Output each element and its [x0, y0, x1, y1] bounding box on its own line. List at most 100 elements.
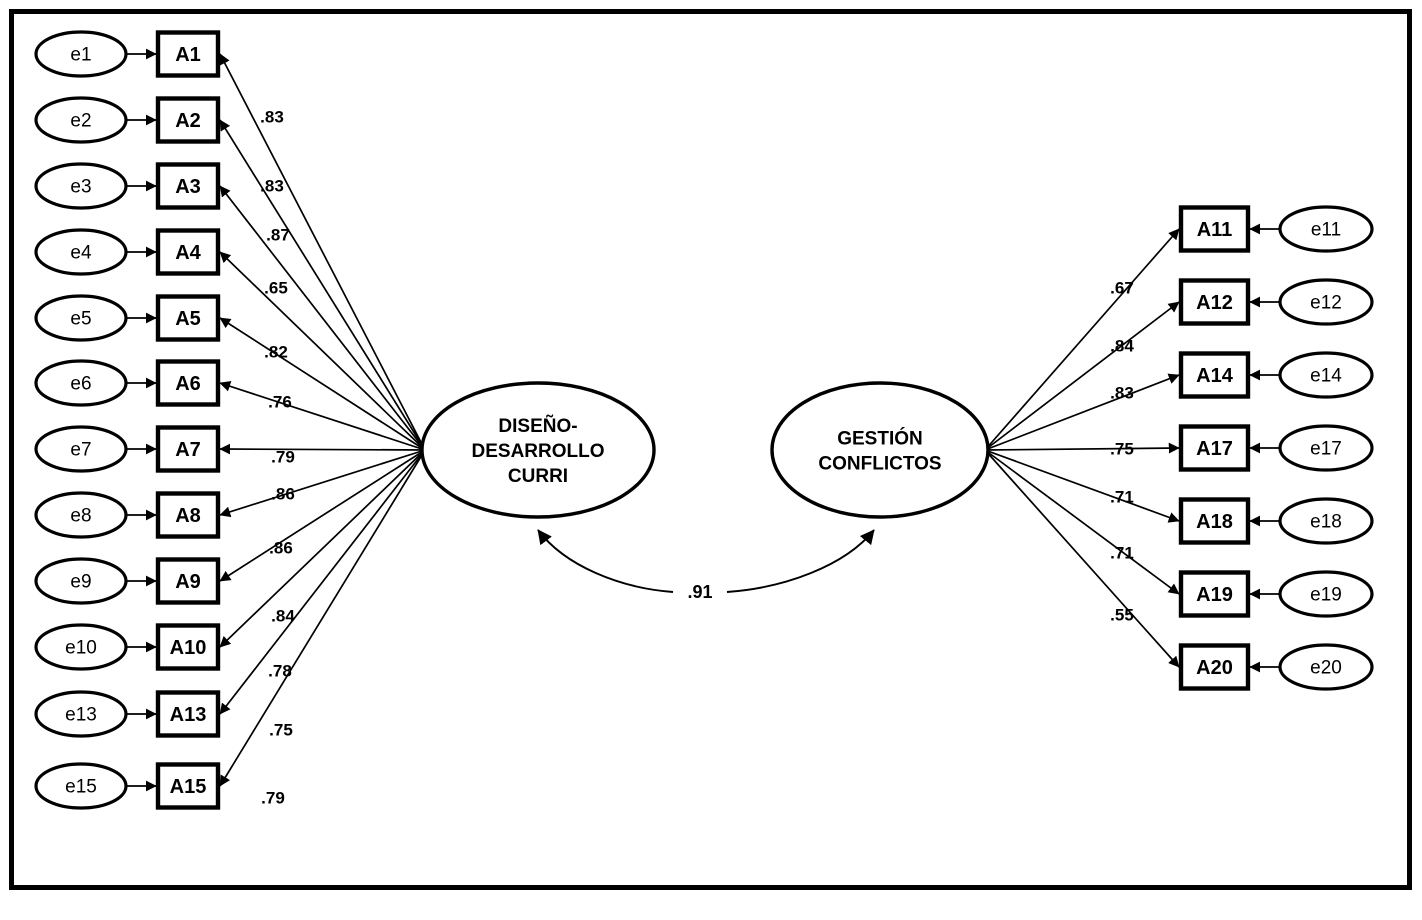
error-ellipse [34, 762, 128, 810]
indicator-box [155, 762, 221, 810]
loading-value-left-5: .76 [268, 393, 292, 412]
error-node-e18: e18 [1278, 497, 1374, 545]
indicator-box [155, 294, 221, 342]
indicator-node-A15: A15 [155, 762, 221, 810]
indicator-node-A6: A6 [155, 359, 221, 407]
error-node-e1: e1 [34, 30, 128, 78]
loading-path [984, 449, 1180, 668]
loading-value-left-2: .87 [266, 226, 290, 245]
loading-path [219, 317, 426, 451]
indicator-node-A19: A19 [1178, 570, 1251, 618]
indicator-node-A7: A7 [155, 425, 221, 473]
indicator-node-A17: A17 [1178, 424, 1251, 472]
indicator-node-A9: A9 [155, 557, 221, 605]
indicator-box [155, 162, 221, 210]
loading-value-right-1: .84 [1110, 337, 1134, 356]
indicator-label-A20: A20 [1196, 657, 1233, 679]
error-node-e20: e20 [1278, 643, 1374, 691]
indicator-node-A11: A11 [1178, 205, 1251, 253]
indicator-node-A13: A13 [155, 690, 221, 738]
loading-path [219, 449, 426, 518]
loading-path [984, 442, 1180, 454]
loading-path [219, 119, 426, 451]
loading-path [219, 449, 426, 787]
error-label-e20: e20 [1310, 658, 1342, 679]
indicator-label-A17: A17 [1196, 438, 1233, 460]
latent-label-line-1: CONFLICTOS [818, 454, 941, 475]
error-node-e9: e9 [34, 557, 128, 605]
error-node-e15: e15 [34, 762, 128, 810]
latent-label-line-2: CURRI [508, 466, 568, 487]
loading-path [984, 449, 1180, 595]
indicator-node-A1: A1 [155, 30, 221, 78]
error-ellipse [1278, 570, 1374, 618]
indicator-label-A4: A4 [175, 242, 201, 264]
error-node-e19: e19 [1278, 570, 1374, 618]
indicator-box [155, 30, 221, 78]
error-ellipse [34, 557, 128, 605]
error-ellipse [34, 228, 128, 276]
indicator-label-A5: A5 [175, 308, 201, 330]
loading-path [219, 381, 426, 451]
loading-path [219, 449, 426, 582]
indicator-node-A10: A10 [155, 623, 221, 671]
indicator-node-A3: A3 [155, 162, 221, 210]
loading-value-left-10: .78 [268, 662, 292, 681]
error-ellipse [34, 690, 128, 738]
indicator-box [1178, 351, 1251, 399]
loading-value-left-9: .84 [271, 607, 295, 626]
indicator-label-A9: A9 [175, 571, 201, 593]
error-ellipse [1278, 424, 1374, 472]
indicator-label-A12: A12 [1196, 292, 1233, 314]
error-node-e6: e6 [34, 359, 128, 407]
loading-value-right-4: .71 [1110, 488, 1134, 507]
error-node-e7: e7 [34, 425, 128, 473]
indicator-box [155, 623, 221, 671]
indicator-label-A1: A1 [175, 44, 201, 66]
loading-value-right-6: .55 [1110, 606, 1134, 625]
error-ellipse [34, 294, 128, 342]
indicator-label-A2: A2 [175, 110, 201, 132]
error-ellipse [1278, 643, 1374, 691]
error-node-e3: e3 [34, 162, 128, 210]
indicator-label-A10: A10 [170, 637, 207, 659]
left-error-links [126, 48, 157, 792]
error-label-e15: e15 [65, 777, 97, 798]
loading-path [219, 449, 426, 648]
loading-value-left-4: .82 [264, 343, 288, 362]
loading-path [984, 373, 1180, 451]
loading-path [219, 443, 426, 455]
error-node-e12: e12 [1278, 278, 1374, 326]
indicator-box [1178, 570, 1251, 618]
latent-label-line-0: DISEÑO- [498, 415, 577, 437]
error-label-e8: e8 [70, 506, 91, 527]
latent-ellipse [770, 381, 990, 519]
indicator-label-A13: A13 [170, 704, 207, 726]
error-ellipse [34, 359, 128, 407]
error-label-e9: e9 [70, 572, 91, 593]
error-node-e13: e13 [34, 690, 128, 738]
indicator-node-A14: A14 [1178, 351, 1251, 399]
loading-value-left-8: .86 [269, 539, 293, 558]
error-node-e2: e2 [34, 96, 128, 144]
indicator-node-A12: A12 [1178, 278, 1251, 326]
error-ellipse [34, 30, 128, 78]
covariance-arc-group: .91 [537, 529, 875, 602]
error-label-e12: e12 [1310, 293, 1342, 314]
indicator-box [155, 491, 221, 539]
error-node-e14: e14 [1278, 351, 1374, 399]
indicator-box [1178, 643, 1251, 691]
error-label-e10: e10 [65, 638, 97, 659]
error-label-e14: e14 [1310, 366, 1342, 387]
error-label-e19: e19 [1310, 585, 1342, 606]
indicator-label-A19: A19 [1196, 584, 1233, 606]
indicator-box [155, 359, 221, 407]
left-loading-paths [219, 53, 426, 787]
covariance-arc-left [537, 529, 674, 593]
indicator-node-A4: A4 [155, 228, 221, 276]
error-label-e7: e7 [70, 440, 91, 461]
